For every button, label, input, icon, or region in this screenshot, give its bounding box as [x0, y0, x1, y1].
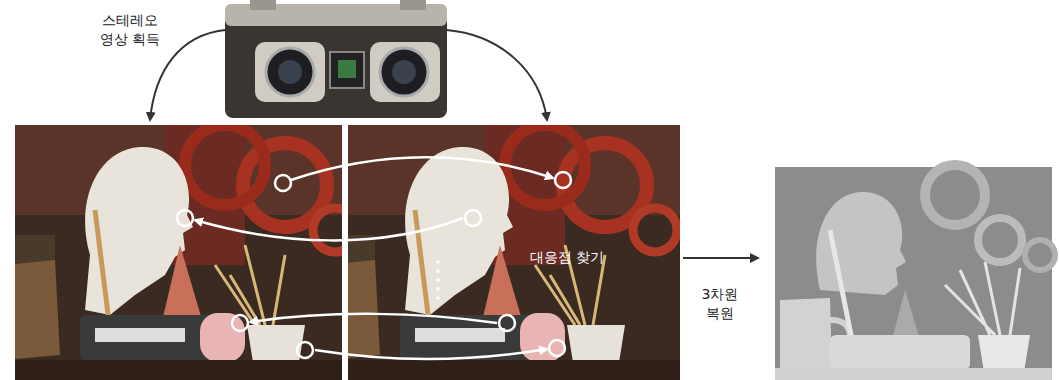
epipolar-dots	[436, 260, 440, 300]
right-image	[348, 125, 680, 380]
depth-map	[775, 165, 1055, 380]
acquire-arrow	[150, 30, 225, 120]
step-label: 스테레오 영상 획득	[90, 11, 170, 49]
correspondence-marks	[177, 157, 571, 359]
step-label: 대응점 찾기	[512, 248, 622, 267]
reconstruct-arrow	[683, 257, 758, 259]
acquire-arrow	[447, 30, 547, 120]
stereo-camera	[225, 0, 447, 118]
step-label: 3차원 복원	[692, 285, 748, 323]
left-image	[15, 125, 342, 380]
